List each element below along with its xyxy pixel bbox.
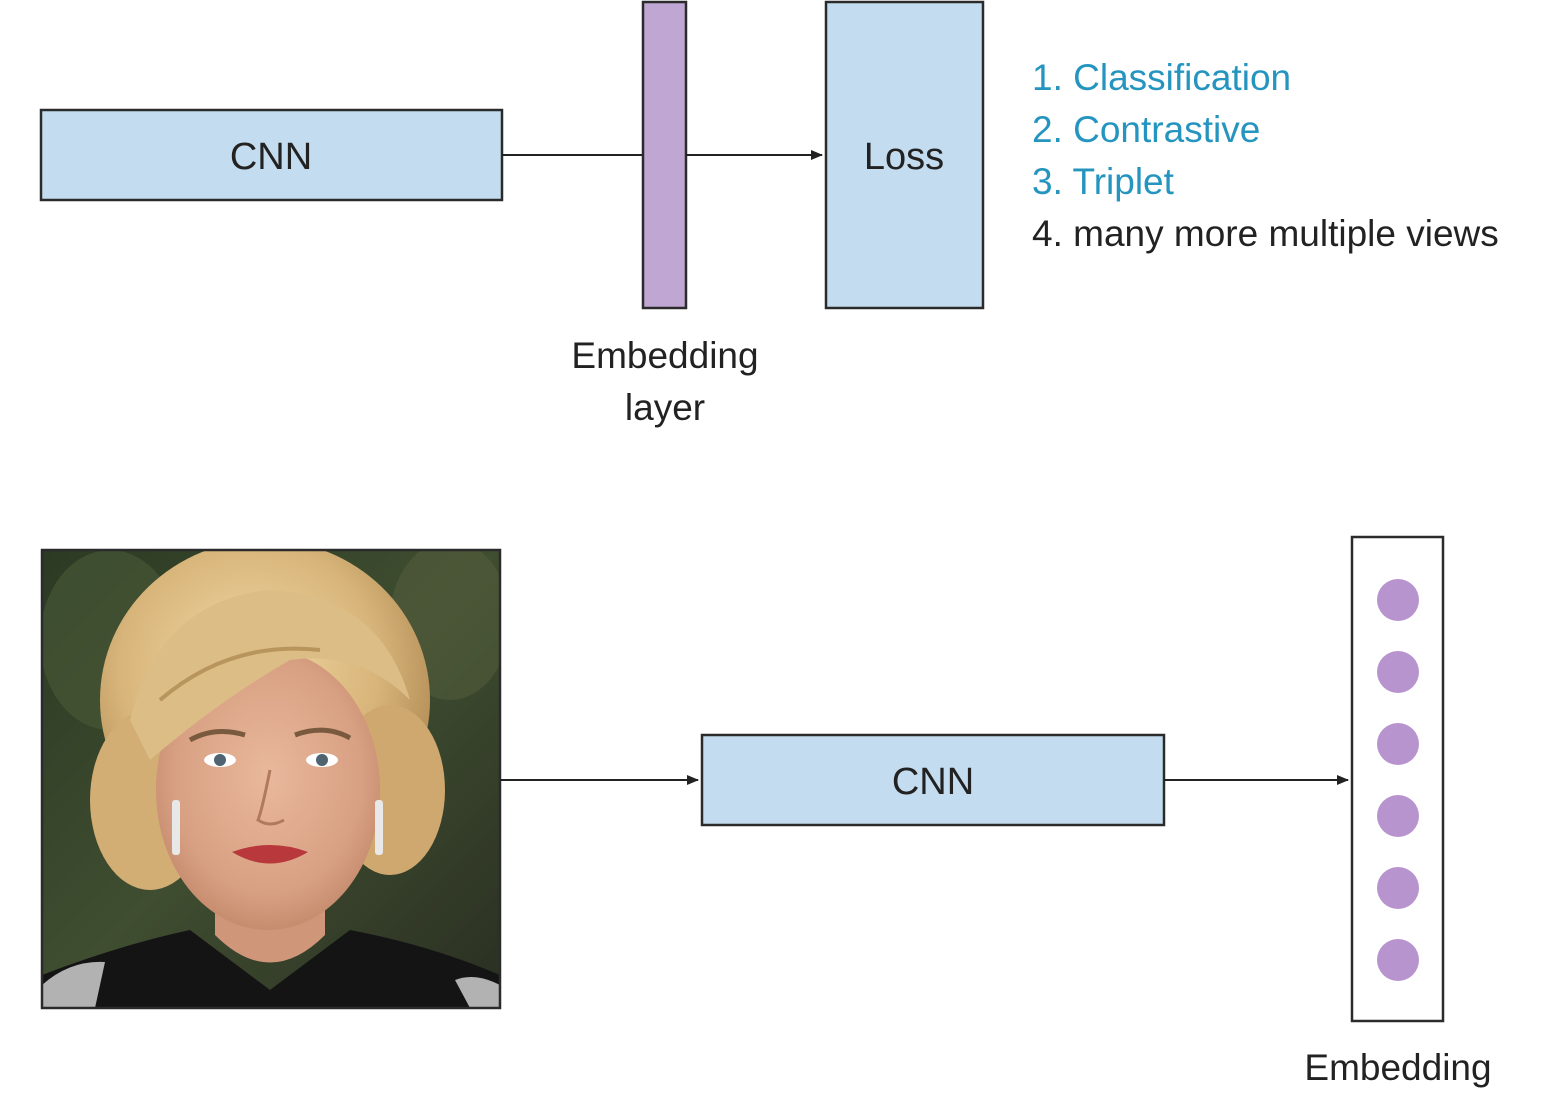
embedding-dot xyxy=(1377,795,1419,837)
top-cnn-box: CNN xyxy=(39,108,504,202)
loss-option-4: 4. many more multiple views xyxy=(1032,213,1499,254)
top-cnn-label: CNN xyxy=(230,136,312,178)
embedding-dot xyxy=(1377,651,1419,693)
loss-option-1: 1. Classification xyxy=(1032,57,1291,98)
embedding-dot xyxy=(1377,867,1419,909)
embedding-caption: Embedding xyxy=(1304,1047,1491,1088)
embedding-vector xyxy=(1350,535,1445,1023)
embedding-dot xyxy=(1377,939,1419,981)
face-photo xyxy=(40,548,502,1010)
embedding-layer-bar xyxy=(641,0,688,310)
bottom-cnn-box: CNN xyxy=(700,733,1166,827)
embedding-layer-caption-line1: Embedding xyxy=(571,335,758,376)
bottom-cnn-label: CNN xyxy=(892,761,974,803)
loss-label: Loss xyxy=(864,136,944,178)
embedding-dot xyxy=(1377,723,1419,765)
embedding-dot xyxy=(1377,579,1419,621)
loss-option-3: 3. Triplet xyxy=(1032,161,1175,202)
loss-options-list: 1. Classification 2. Contrastive 3. Trip… xyxy=(1032,57,1499,254)
loss-box: Loss xyxy=(824,0,985,310)
embedding-layer-caption-line2: layer xyxy=(625,387,705,428)
loss-option-2: 2. Contrastive xyxy=(1032,109,1260,150)
